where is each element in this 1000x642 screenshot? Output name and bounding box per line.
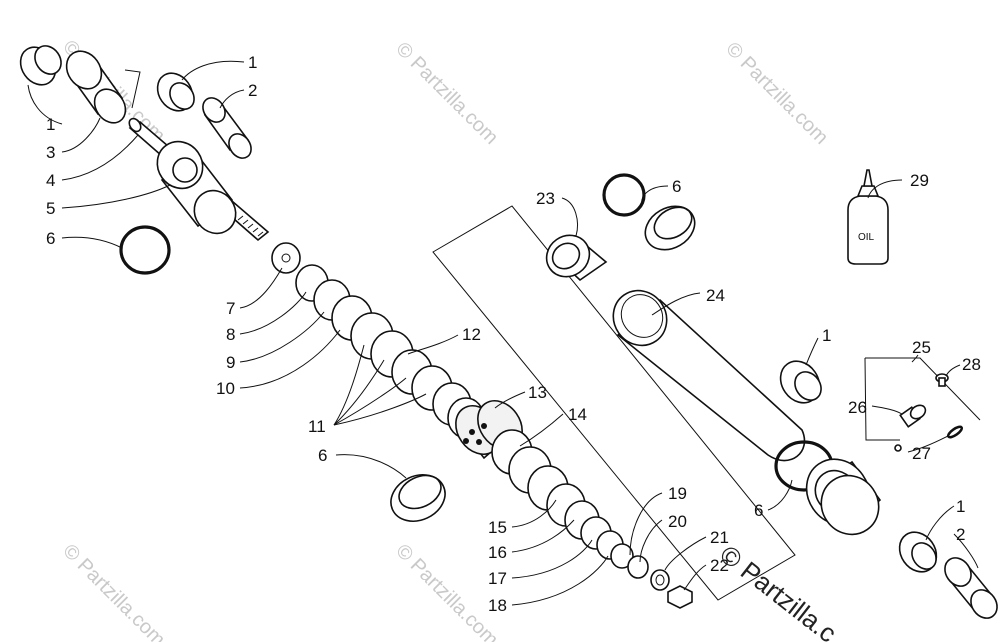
callout-6: 6 <box>672 177 681 196</box>
callout-5: 5 <box>46 199 55 218</box>
callout-1: 1 <box>248 53 257 72</box>
oil-label: OIL <box>858 232 875 243</box>
part-2-spacer-bottom <box>944 557 998 619</box>
callout-13: 13 <box>528 383 547 402</box>
watermark-3: © Partzilla.com <box>58 540 169 642</box>
callout-26: 26 <box>848 398 867 417</box>
callout-29: 29 <box>910 171 929 190</box>
watermark-2: © Partzilla.com <box>721 38 832 149</box>
shock-body-eye <box>805 458 882 536</box>
part-24-tube <box>612 289 806 462</box>
callout-24: 24 <box>706 286 725 305</box>
callout-11: 11 <box>308 417 326 436</box>
callout-1: 1 <box>956 497 965 516</box>
callout-6: 6 <box>754 501 763 520</box>
part-6-ring-lower <box>390 474 446 522</box>
part-23-cap <box>545 234 608 282</box>
callout-6: 6 <box>318 446 327 465</box>
callout-16: 16 <box>488 543 507 562</box>
callout-19: 19 <box>668 484 687 503</box>
callout-7: 7 <box>226 299 235 318</box>
bracket-lines <box>124 69 981 601</box>
callout-6: 6 <box>46 229 55 248</box>
callout-4: 4 <box>46 171 55 190</box>
part-1-bushing-right <box>156 72 195 112</box>
part-1-bushing-bottom <box>898 531 938 573</box>
callout-2: 2 <box>956 525 965 544</box>
callout-21: 21 <box>710 528 729 547</box>
callout-3: 3 <box>46 143 55 162</box>
callout-2: 2 <box>248 81 257 100</box>
part-6-oring-left <box>119 225 171 275</box>
part-5-cap <box>156 140 237 235</box>
callout-1: 1 <box>46 115 55 134</box>
callout-25: 25 <box>912 338 931 357</box>
callout-18: 18 <box>488 596 507 615</box>
shim-stack-lower <box>491 429 693 609</box>
callout-9: 9 <box>226 353 235 372</box>
callouts: 1 2 1 3 4 5 6 7 8 9 10 11 12 13 14 6 15 … <box>46 53 981 615</box>
part-3-sleeve <box>65 50 127 124</box>
callout-23: 23 <box>536 189 555 208</box>
part-26-valve <box>894 404 927 452</box>
callout-17: 17 <box>488 569 507 588</box>
callout-14: 14 <box>568 405 587 424</box>
callout-28: 28 <box>962 355 981 374</box>
shim-stack-upper <box>271 242 485 439</box>
part-28-screw <box>935 373 949 387</box>
callout-22: 22 <box>710 556 729 575</box>
part-27-oring-small <box>946 425 964 439</box>
callout-10: 10 <box>216 379 235 398</box>
part-6-oring-top <box>602 173 646 217</box>
part-1-bushing-left <box>19 45 62 86</box>
top-bushing-group <box>19 45 252 159</box>
part-6-ring-top <box>644 205 696 251</box>
part-29-oil-bottle: OIL <box>847 169 889 265</box>
callout-1: 1 <box>822 326 831 345</box>
watermark-1: © Partzilla.com <box>391 38 502 149</box>
callout-15: 15 <box>488 518 507 537</box>
watermark-4: © Partzilla.com <box>391 540 502 642</box>
watermarks: © Partzilla.com © Partzilla.com © Partzi… <box>58 36 832 642</box>
part-2-spacer <box>202 97 252 159</box>
callout-27: 27 <box>912 444 931 463</box>
piston-bracket <box>432 205 796 601</box>
leader-lines <box>27 60 979 606</box>
part-22-nut <box>667 585 693 609</box>
callout-20: 20 <box>668 512 687 531</box>
callout-8: 8 <box>226 325 235 344</box>
part-1-bushing-mid-right <box>779 360 822 404</box>
callout-12: 12 <box>462 325 481 344</box>
